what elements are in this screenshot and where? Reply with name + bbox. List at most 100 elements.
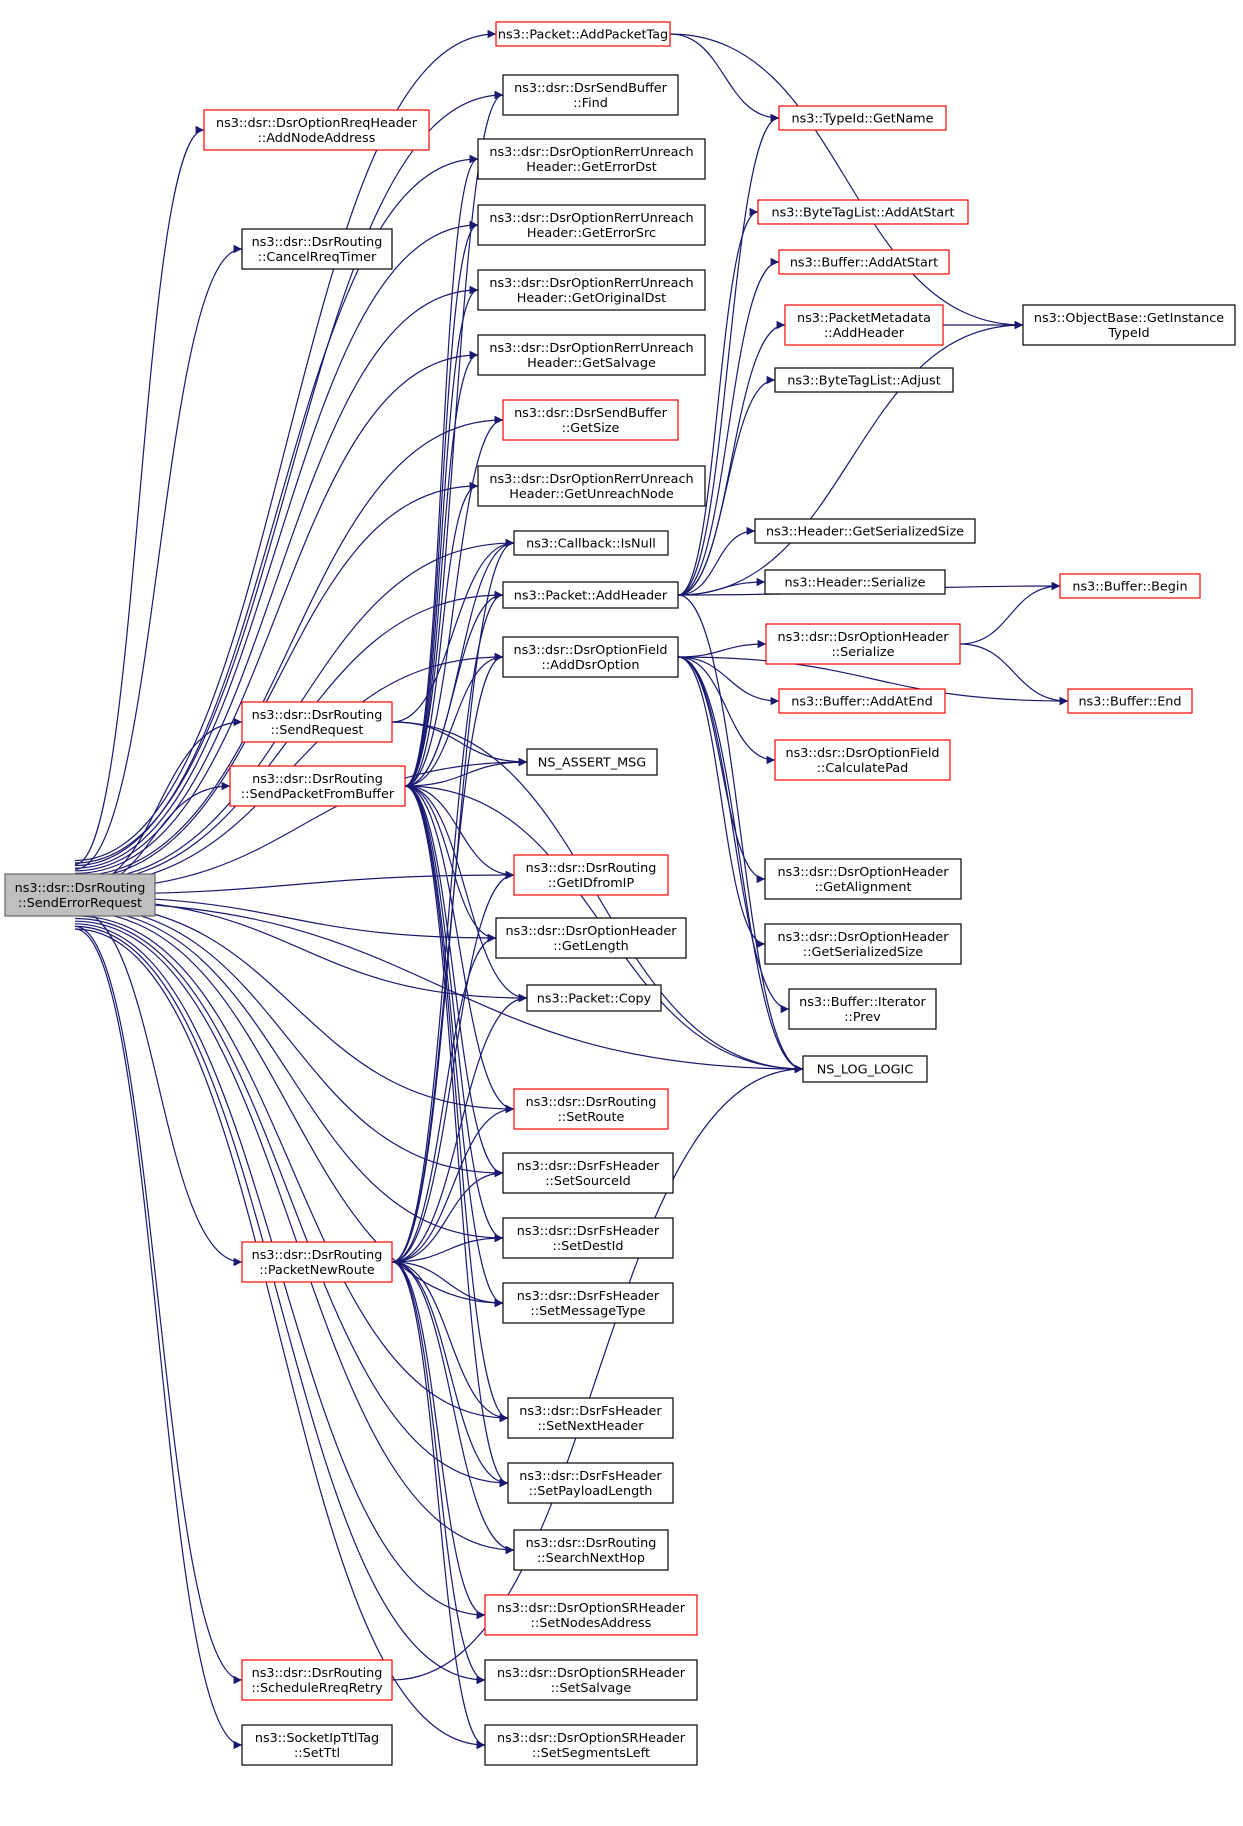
node-srSetNodes[interactable]: ns3::dsr::DsrOptionSRHeader::SetNodesAdd… <box>484 1594 698 1636</box>
node-setSourceId[interactable]: ns3::dsr::DsrFsHeader::SetSourceId <box>502 1152 674 1194</box>
edge-sendPktBuf-to-setRoute <box>404 785 515 1114</box>
node-box <box>765 623 961 665</box>
node-addPacketTag[interactable]: ns3::Packet::AddPacketTag <box>495 21 671 47</box>
node-getUnreach[interactable]: ns3::dsr::DsrOptionRerrUnreachHeader::Ge… <box>477 465 706 507</box>
edge-pktNewRoute-to-searchNextHop <box>391 1261 515 1555</box>
edge-pktNewRoute-to-srSetSegLeft <box>391 1261 486 1750</box>
node-label-line: NS_ASSERT_MSG <box>538 756 646 771</box>
node-sbGetSize[interactable]: ns3::dsr::DsrSendBuffer::GetSize <box>502 399 679 441</box>
node-label-line: ns3::dsr::DsrFsHeader <box>517 1224 660 1239</box>
node-box <box>241 228 393 270</box>
node-label-line: ::Find <box>573 96 608 111</box>
node-rreqAddNode[interactable]: ns3::dsr::DsrOptionRreqHeader::AddNodeAd… <box>203 109 430 151</box>
node-ofCalcPad[interactable]: ns3::dsr::DsrOptionField::CalculatePad <box>774 739 951 781</box>
node-searchNextHop[interactable]: ns3::dsr::DsrRouting::SearchNextHop <box>513 1529 669 1571</box>
node-box <box>764 858 962 900</box>
node-box <box>241 1659 393 1701</box>
edge-root-to-setTtl <box>74 928 243 1750</box>
edge-root-to-nsAssert <box>74 757 528 891</box>
node-pmAddHeader[interactable]: ns3::PacketMetadata::AddHeader <box>784 304 944 346</box>
node-box <box>229 765 406 807</box>
node-label-line: ns3::dsr::DsrOptionField <box>513 643 667 658</box>
node-label-line: ns3::dsr::DsrFsHeader <box>519 1404 662 1419</box>
edge-addDsrOption-to-nsLog <box>677 656 804 1074</box>
node-box <box>1022 304 1236 346</box>
node-setPayloadLen[interactable]: ns3::dsr::DsrFsHeader::SetPayloadLength <box>507 1462 674 1504</box>
node-nsLog[interactable]: NS_LOG_LOGIC <box>802 1055 928 1083</box>
node-label-line: ::CancelRreqTimer <box>258 250 377 265</box>
node-bufItPrev[interactable]: ns3::Buffer::Iterator::Prev <box>788 988 937 1030</box>
edge-root-to-nsLog <box>74 901 804 1074</box>
node-label-line: ns3::dsr::DsrFsHeader <box>519 1469 662 1484</box>
edge-ohSerialize-to-bufBegin <box>959 581 1061 645</box>
edge-root-to-sbGetSize <box>74 415 504 877</box>
node-setMsgType[interactable]: ns3::dsr::DsrFsHeader::SetMessageType <box>502 1282 674 1324</box>
node-btlAdjust[interactable]: ns3::ByteTagList::Adjust <box>774 367 954 393</box>
node-hdrSerialize[interactable]: ns3::Header::Serialize <box>764 569 946 595</box>
node-label-line: ::SendRequest <box>271 723 364 738</box>
edge-pktAddHeader-to-tidGetName <box>677 113 780 596</box>
node-label-line: ns3::Header::GetSerializedSize <box>766 525 964 540</box>
node-hdrGetSerSize[interactable]: ns3::Header::GetSerializedSize <box>754 518 976 544</box>
node-label-line: ::SendErrorRequest <box>18 896 142 911</box>
node-label-line: ::SetSegmentsLeft <box>532 1746 650 1761</box>
node-srSetSalvage[interactable]: ns3::dsr::DsrOptionSRHeader::SetSalvage <box>484 1659 698 1701</box>
node-cancelRreq[interactable]: ns3::dsr::DsrRouting::CancelRreqTimer <box>241 228 393 270</box>
edge-pktAddHeader-to-nsLog <box>677 594 804 1074</box>
node-srSetSegLeft[interactable]: ns3::dsr::DsrOptionSRHeader::SetSegments… <box>484 1724 698 1766</box>
node-nsAssert[interactable]: NS_ASSERT_MSG <box>526 748 658 776</box>
node-addDsrOption[interactable]: ns3::dsr::DsrOptionField::AddDsrOption <box>502 636 679 678</box>
node-setDestId[interactable]: ns3::dsr::DsrFsHeader::SetDestId <box>502 1217 674 1259</box>
node-label-line: ns3::Buffer::End <box>1078 695 1181 710</box>
node-label-line: ns3::dsr::DsrFsHeader <box>517 1289 660 1304</box>
edge-root-to-setDestId <box>74 908 504 1243</box>
node-cbIsNull[interactable]: ns3::Callback::IsNull <box>513 530 669 556</box>
node-getErrorDst[interactable]: ns3::dsr::DsrOptionRerrUnreachHeader::Ge… <box>477 138 706 180</box>
node-ohSerialize[interactable]: ns3::dsr::DsrOptionHeader::Serialize <box>765 623 961 665</box>
node-box <box>778 105 947 131</box>
node-pktAddHeader[interactable]: ns3::Packet::AddHeader <box>502 581 679 609</box>
node-root[interactable]: ns3::dsr::DsrRouting::SendErrorRequest <box>4 873 156 917</box>
node-getSalvage[interactable]: ns3::dsr::DsrOptionRerrUnreachHeader::Ge… <box>477 334 706 376</box>
node-ohGetSerSize[interactable]: ns3::dsr::DsrOptionHeader::GetSerialized… <box>764 923 962 965</box>
node-label-line: ::SetTtl <box>294 1746 340 1761</box>
node-btlAddAtStart[interactable]: ns3::ByteTagList::AddAtStart <box>757 199 969 225</box>
node-box <box>507 1397 674 1439</box>
node-label-line: ns3::Buffer::AddAtStart <box>790 256 938 271</box>
node-box <box>502 636 679 678</box>
node-label-line: ns3::Buffer::AddAtEnd <box>791 695 932 710</box>
node-bufEnd[interactable]: ns3::Buffer::End <box>1067 688 1193 714</box>
node-setRoute[interactable]: ns3::dsr::DsrRouting::SetRoute <box>513 1088 669 1130</box>
node-tidGetName[interactable]: ns3::TypeId::GetName <box>778 105 947 131</box>
node-setNextHeader[interactable]: ns3::dsr::DsrFsHeader::SetNextHeader <box>507 1397 674 1439</box>
node-label-line: ns3::dsr::DsrOptionField <box>785 746 939 761</box>
node-sendPktBuf[interactable]: ns3::dsr::DsrRouting::SendPacketFromBuff… <box>229 765 406 807</box>
node-pktCopy[interactable]: ns3::Packet::Copy <box>526 984 662 1012</box>
edge-root-to-searchNextHop <box>74 920 515 1555</box>
node-ohGetAlign[interactable]: ns3::dsr::DsrOptionHeader::GetAlignment <box>764 858 962 900</box>
node-bufAddAtStart[interactable]: ns3::Buffer::AddAtStart <box>778 249 950 275</box>
node-box <box>477 204 706 246</box>
node-label-line: ::GetAlignment <box>815 880 912 895</box>
node-label-line: Header::GetSalvage <box>527 356 656 371</box>
node-sbFind[interactable]: ns3::dsr::DsrSendBuffer::Find <box>502 74 679 116</box>
node-ohGetLength[interactable]: ns3::dsr::DsrOptionHeader::GetLength <box>495 917 687 959</box>
node-setTtl[interactable]: ns3::SocketIpTtlTag::SetTtl <box>241 1724 393 1766</box>
node-getOrigDst[interactable]: ns3::dsr::DsrOptionRerrUnreachHeader::Ge… <box>477 269 706 311</box>
node-pktNewRoute[interactable]: ns3::dsr::DsrRouting::PacketNewRoute <box>241 1241 393 1283</box>
node-schedRreqRetry[interactable]: ns3::dsr::DsrRouting::ScheduleRreqRetry <box>241 1659 393 1701</box>
node-label-line: ns3::dsr::DsrOptionRreqHeader <box>216 116 418 131</box>
node-label-line: ::SetMessageType <box>530 1304 645 1319</box>
edge-root-to-getErrorSrc <box>74 220 479 869</box>
node-getErrorSrc[interactable]: ns3::dsr::DsrOptionRerrUnreachHeader::Ge… <box>477 204 706 246</box>
edge-sendPktBuf-to-setSourceId <box>404 785 504 1178</box>
node-label-line: ns3::Packet::AddHeader <box>514 589 668 604</box>
edge-sendPktBuf-to-setPayloadLen <box>404 785 509 1488</box>
edge-root-to-getOrigDst <box>74 285 479 872</box>
node-getIDfromIP[interactable]: ns3::dsr::DsrRouting::GetIDfromIP <box>513 854 669 896</box>
node-sendRequest[interactable]: ns3::dsr::DsrRouting::SendRequest <box>241 701 393 743</box>
node-bufAddAtEnd[interactable]: ns3::Buffer::AddAtEnd <box>778 688 946 714</box>
node-bufBegin[interactable]: ns3::Buffer::Begin <box>1059 573 1201 599</box>
node-label-line: ns3::dsr::DsrRouting <box>526 1095 657 1110</box>
